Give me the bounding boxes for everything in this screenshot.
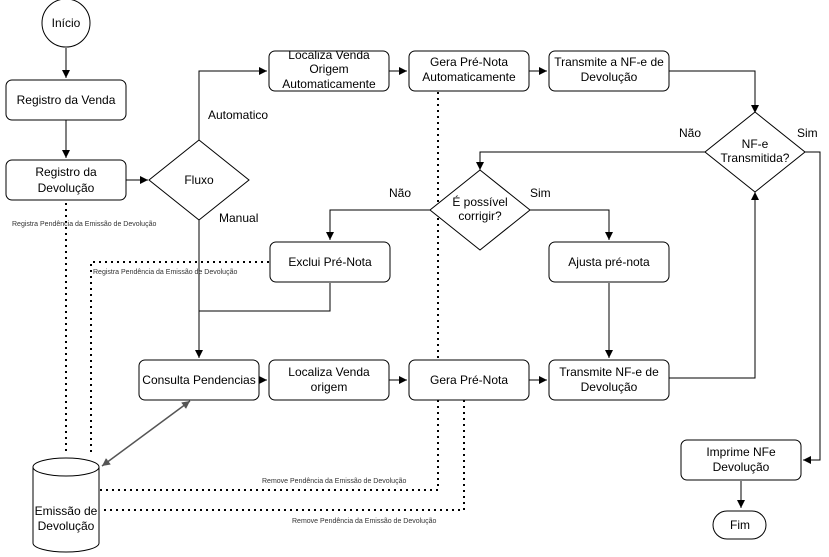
node-fim[interactable]: Fim	[712, 510, 767, 540]
decision-fluxo[interactable]: Fluxo	[148, 139, 250, 221]
label-corrigir-1: É possível	[452, 194, 507, 209]
label-localiza-auto-3: Automaticamente	[282, 77, 376, 91]
node-imprime[interactable]: Imprime NFe Devolução	[680, 439, 802, 481]
node-emissao-database[interactable]: Emissão de Devolução	[32, 457, 100, 553]
edge-transmite-decisao	[669, 70, 759, 113]
node-gera-pre[interactable]: Gera Pré-Nota	[408, 359, 530, 401]
label-transmite-top-2: Devolução	[581, 70, 638, 84]
node-transmite-top[interactable]: Transmite a NF-e de Devolução	[548, 50, 670, 92]
label-nfe-2: Transmitida?	[721, 151, 790, 165]
note-remove-1: Remove Pendência da Emissão de Devolução	[262, 478, 406, 485]
edge-fluxo-automatico	[198, 67, 267, 140]
node-gera-pre-auto[interactable]: Gera Pré-Nota Automaticamente	[408, 50, 530, 92]
label-registro-devolucao-2: Devolução	[38, 181, 95, 195]
node-inicio[interactable]: Início	[41, 0, 91, 48]
label-consulta: Consulta Pendencias	[142, 373, 255, 387]
label-imprime-1: Imprime NFe	[706, 445, 776, 459]
label-inicio: Início	[52, 16, 81, 30]
edges	[62, 48, 821, 508]
decision-possivel-corrigir[interactable]: É possível corrigir?	[429, 169, 531, 251]
edge-nao-transmitida	[476, 151, 705, 170]
label-emissao-1: Emissão de	[35, 504, 98, 518]
label-gera-pre: Gera Pré-Nota	[430, 373, 508, 387]
edge-nao-corrigir	[326, 209, 430, 240]
dotted-gera-to-emissao	[100, 400, 439, 491]
edge-sim-corrigir	[530, 209, 613, 240]
decision-nfe-transmitida[interactable]: NF-e Transmitida?	[704, 111, 806, 193]
label-gera-pre-auto-1: Gera Pré-Nota	[430, 55, 508, 69]
edge-sim-transmitida	[803, 151, 821, 464]
label-fluxo: Fluxo	[184, 173, 214, 187]
edge-exclui-merge	[199, 283, 331, 312]
label-manual: Manual	[219, 211, 258, 225]
node-transmite-bottom[interactable]: Transmite NF-e de Devolução	[548, 359, 670, 401]
label-gera-pre-auto-2: Automaticamente	[422, 70, 516, 84]
note-remove-2: Remove Pendência da Emissão de Devolução	[292, 518, 436, 525]
edge-labels: Automatico Manual Não Sim Não Sim	[208, 108, 818, 225]
label-transmite-bottom-2: Devolução	[581, 380, 638, 394]
edge-transmite-decisao-bottom	[669, 192, 759, 379]
dotted-gera-to-emissao-2	[100, 400, 465, 511]
label-ajusta-pre: Ajusta pré-nota	[568, 255, 650, 269]
dotted-links	[65, 92, 465, 511]
label-corrigir-2: corrigir?	[458, 209, 502, 223]
node-exclui-pre[interactable]: Exclui Pré-Nota	[269, 241, 391, 283]
label-imprime-2: Devolução	[713, 460, 770, 474]
edge-emissao-consulta	[101, 400, 191, 467]
label-emissao-2: Devolução	[38, 519, 95, 533]
label-nao-corrigir: Não	[389, 186, 411, 200]
label-sim-corrigir: Sim	[530, 186, 551, 200]
node-localiza-origem[interactable]: Localiza Venda origem	[268, 359, 390, 401]
node-registro-venda[interactable]: Registro da Venda	[5, 79, 127, 121]
label-transmite-top-1: Transmite a NF-e de	[554, 55, 664, 69]
label-localiza-origem-2: origem	[311, 380, 348, 394]
label-exclui-pre: Exclui Pré-Nota	[288, 255, 372, 269]
label-localiza-auto-2: Origem	[309, 62, 348, 76]
node-consulta[interactable]: Consulta Pendencias	[138, 359, 260, 401]
label-nao-transmitida: Não	[679, 126, 701, 140]
annotation-notes: Registra Pendência da Emissão de Devoluç…	[12, 221, 436, 525]
node-ajusta-pre[interactable]: Ajusta pré-nota	[548, 241, 670, 283]
label-automatico: Automatico	[208, 108, 268, 122]
label-registro-devolucao-1: Registro da	[35, 165, 97, 179]
note-registra-2: Registra Pendência da Emissão de Devoluç…	[93, 269, 237, 276]
node-registro-devolucao[interactable]: Registro da Devolução	[5, 159, 127, 201]
note-registra-1: Registra Pendência da Emissão de Devoluç…	[12, 221, 156, 228]
label-nfe-1: NF-e	[742, 137, 769, 151]
label-fim: Fim	[730, 518, 750, 532]
label-localiza-origem-1: Localiza Venda	[288, 365, 370, 379]
label-sim-transmitida: Sim	[797, 126, 818, 140]
label-registro-venda: Registro da Venda	[17, 93, 116, 107]
node-localiza-auto[interactable]: Localiza Venda Origem Automaticamente	[268, 48, 390, 92]
label-transmite-bottom-1: Transmite NF-e de	[559, 365, 659, 379]
dotted-exclui-to-emissao	[90, 261, 269, 455]
label-localiza-auto-1: Localiza Venda	[288, 48, 370, 62]
